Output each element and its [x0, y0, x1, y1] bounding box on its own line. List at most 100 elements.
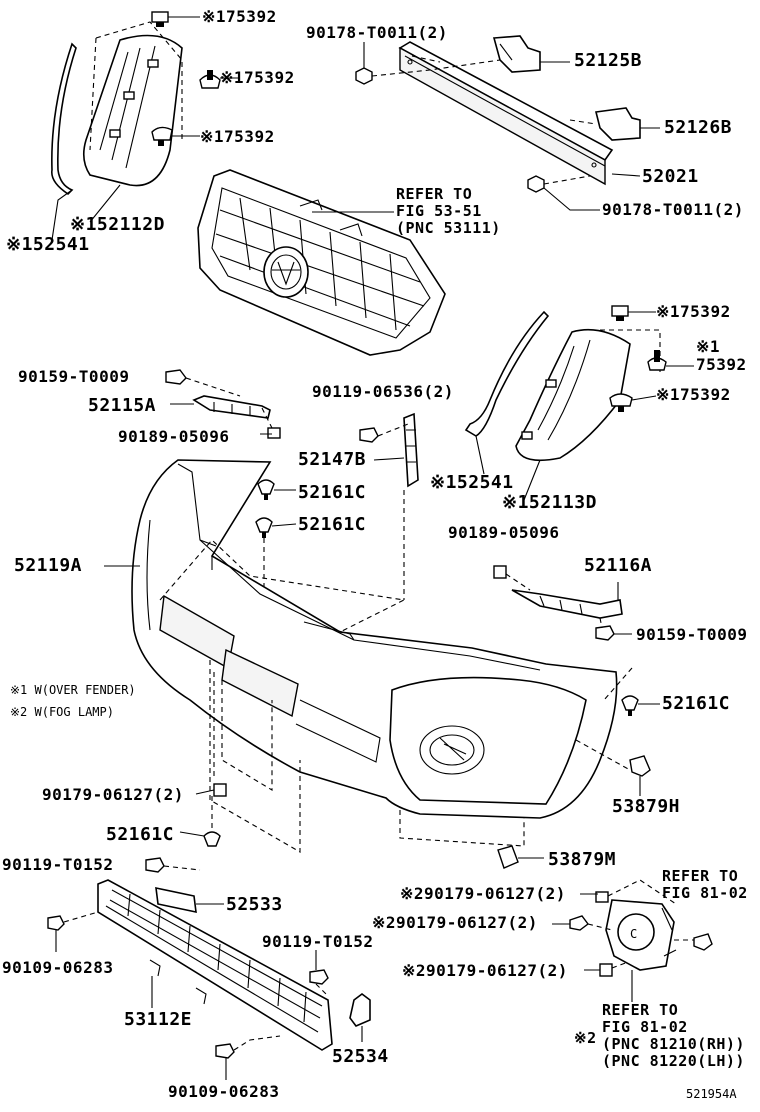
clip-53879H: [629, 755, 651, 777]
clip-75392-a: [151, 11, 169, 27]
label-90189-right: 90189-05096: [448, 523, 560, 542]
label-52126B: 52126B: [664, 117, 733, 138]
ref-fog-b-mark: ※2: [574, 1029, 597, 1047]
fender-molding-left: [51, 42, 77, 196]
clip-90189-right: [493, 565, 507, 579]
label-52021: 52021: [642, 166, 699, 187]
label-90179-d: ※290179-06127(2): [402, 961, 568, 980]
nut-90178-bottom: [527, 175, 545, 193]
diagram-id: 521954A: [686, 1087, 737, 1101]
label-75392-c: ※175392: [200, 127, 275, 146]
fog-lamp-c-mark: C: [630, 927, 637, 941]
clip-52161C-a: [257, 479, 275, 500]
ref-fog-b-line4: (PNC 81220(LH)): [602, 1052, 745, 1070]
ref-grille-line1: REFER TO: [396, 185, 473, 203]
clip-52161C-d: [203, 831, 221, 847]
nut-90179-d: [599, 963, 613, 977]
note-over-fender: ※1 W(OVER FENDER): [10, 683, 136, 697]
label-52541-right: ※152541: [430, 472, 514, 493]
bracket-52126B: [595, 107, 641, 141]
ref-grille-line2: FIG 53-51: [396, 202, 482, 220]
side-retainer-52116A: [511, 589, 623, 619]
label-52112D: ※152112D: [70, 214, 165, 235]
clip-52161C-b: [255, 517, 273, 538]
clip-75392-b: [199, 70, 221, 89]
label-52534: 52534: [332, 1046, 389, 1067]
label-52116A: 52116A: [584, 555, 653, 576]
label-52125B: 52125B: [574, 50, 643, 71]
label-90119-06536: 90119-06536(2): [312, 382, 454, 401]
fender-molding-right: [464, 310, 550, 437]
ref-fog-a-line2: FIG 81-02: [662, 884, 748, 902]
retainer-52147B: [403, 412, 419, 488]
screw-90109-b: [215, 1043, 235, 1059]
ref-fog-a-line1: REFER TO: [662, 867, 739, 885]
side-retainer-52115A: [192, 395, 271, 419]
label-53879H: 53879H: [612, 796, 681, 817]
screw-90119-06536: [359, 427, 379, 443]
label-52115A: 52115A: [88, 395, 157, 416]
clip-75392-c: [151, 126, 173, 146]
label-53112E: 53112E: [124, 1009, 193, 1030]
label-90179-c: ※290179-06127(2): [372, 913, 538, 932]
screw-90159-left: [165, 369, 187, 385]
front-bumper-cover: [131, 459, 618, 819]
label-52147B: 52147B: [298, 449, 367, 470]
nut-90179-c: [569, 915, 589, 931]
label-90159-left: 90159-T0009: [18, 367, 130, 386]
label-52119A: 52119A: [14, 555, 83, 576]
label-75392-e-mark: ※1: [696, 337, 721, 356]
label-90119-T0152-a: 90119-T0152: [2, 855, 114, 874]
label-75392-d: ※175392: [656, 302, 731, 321]
screw-90109-a: [47, 915, 65, 931]
clip-90189-left: [267, 427, 281, 439]
lower-grille: [97, 879, 333, 1051]
label-90189-left: 90189-05096: [118, 427, 230, 446]
label-52161C-c: 52161C: [662, 693, 731, 714]
screw-90119-T0152-b: [309, 969, 329, 985]
bracket-52125B: [492, 35, 541, 73]
label-75392-e: 75392: [696, 355, 747, 374]
note-fog-lamp: ※2 W(FOG LAMP): [10, 705, 114, 719]
clip-75392-d: [611, 305, 629, 321]
bracket-52534: [349, 993, 371, 1027]
bracket-52533: [155, 886, 197, 914]
label-90119-T0152-b: 90119-T0152: [262, 932, 374, 951]
over-fender-right: [515, 328, 661, 462]
nut-90179-b: [595, 891, 609, 903]
label-90109-a: 90109-06283: [2, 958, 114, 977]
label-52541-left: ※152541: [6, 234, 90, 255]
label-90159-right: 90159-T0009: [636, 625, 748, 644]
ref-fog-b-line1: REFER TO: [602, 1001, 679, 1019]
label-75392-f: ※175392: [656, 385, 731, 404]
ref-fog-b-line2: FIG 81-02: [602, 1018, 688, 1036]
label-52161C-a: 52161C: [298, 482, 367, 503]
label-90178-top: 90178-T0011(2): [306, 23, 448, 42]
clip-75392-e: [647, 350, 667, 371]
label-90179-left: 90179-06127(2): [42, 785, 184, 804]
label-75392-b: ※175392: [220, 68, 295, 87]
label-90109-b: 90109-06283: [168, 1082, 280, 1101]
label-52161C-d: 52161C: [106, 824, 175, 845]
label-53879M: 53879M: [548, 849, 617, 870]
nut-90178-top: [355, 67, 373, 85]
radiator-grille: [197, 169, 446, 356]
over-fender-left: [82, 21, 183, 187]
ref-fog-b-line3: (PNC 81210(RH)): [602, 1035, 745, 1053]
clip-52161C-c: [621, 695, 639, 716]
label-52161C-b: 52161C: [298, 514, 367, 535]
label-90178-bottom: 90178-T0011(2): [602, 200, 744, 219]
label-52533: 52533: [226, 894, 283, 915]
label-52113D: ※152113D: [502, 492, 597, 513]
fog-lamp-bracket: [605, 899, 677, 971]
screw-90119-T0152-a: [145, 857, 165, 873]
label-75392-a: ※175392: [202, 7, 277, 26]
label-90179-b: ※290179-06127(2): [400, 884, 566, 903]
ref-grille-line3: (PNC 53111): [396, 219, 501, 237]
nut-90179-06127-left: [213, 783, 227, 797]
clip-53879M: [497, 845, 519, 869]
screw-90159-right: [595, 625, 615, 641]
bumper-reinforcement: [398, 41, 614, 186]
